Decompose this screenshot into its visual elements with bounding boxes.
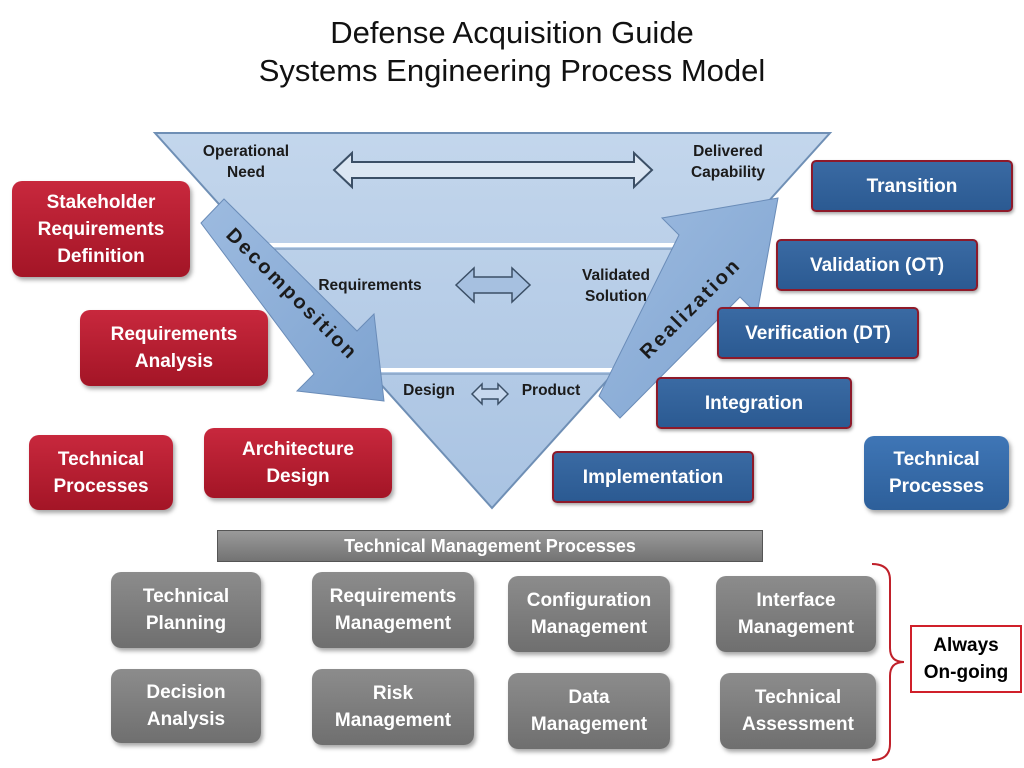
technical-processes-left-box: Technical Processes	[29, 435, 173, 510]
technical-assessment-box: Technical Assessment	[720, 673, 876, 749]
configuration-management-box: Configuration Management	[508, 576, 670, 652]
validated-solution-label: Validated Solution	[581, 267, 651, 305]
requirements-label: Requirements	[318, 277, 422, 294]
always-ongoing-brace	[871, 563, 905, 761]
implementation-box: Implementation	[552, 451, 754, 503]
technical-management-header: Technical Management Processes	[217, 530, 763, 562]
decomposition-arrow	[200, 198, 385, 402]
validation-box: Validation (OT)	[776, 239, 978, 291]
requirements-management-box: Requirements Management	[312, 572, 474, 648]
always-ongoing-box: Always On-going	[910, 625, 1022, 693]
decision-analysis-box: Decision Analysis	[111, 669, 261, 743]
integration-box: Integration	[656, 377, 852, 429]
verification-box: Verification (DT)	[717, 307, 919, 359]
operational-need-label: Operational Need	[202, 143, 290, 181]
transition-box: Transition	[811, 160, 1013, 212]
data-management-box: Data Management	[508, 673, 670, 749]
architecture-design-box: Architecture Design	[204, 428, 392, 498]
title-line-2: Systems Engineering Process Model	[258, 53, 766, 88]
interface-management-box: Interface Management	[716, 576, 876, 652]
technical-planning-box: Technical Planning	[111, 572, 261, 648]
double-arrow-middle	[454, 266, 532, 304]
stakeholder-requirements-box: Stakeholder Requirements Definition	[12, 181, 190, 277]
realization-arrow	[598, 197, 779, 419]
risk-management-box: Risk Management	[312, 669, 474, 745]
product-label: Product	[521, 382, 581, 399]
requirements-analysis-box: Requirements Analysis	[80, 310, 268, 386]
double-arrow-top	[332, 150, 654, 190]
technical-processes-right-box: Technical Processes	[864, 436, 1009, 510]
delivered-capability-label: Delivered Capability	[690, 143, 766, 181]
double-arrow-bottom	[470, 382, 510, 406]
design-label: Design	[403, 382, 455, 399]
title-line-1: Defense Acquisition Guide	[330, 15, 694, 50]
